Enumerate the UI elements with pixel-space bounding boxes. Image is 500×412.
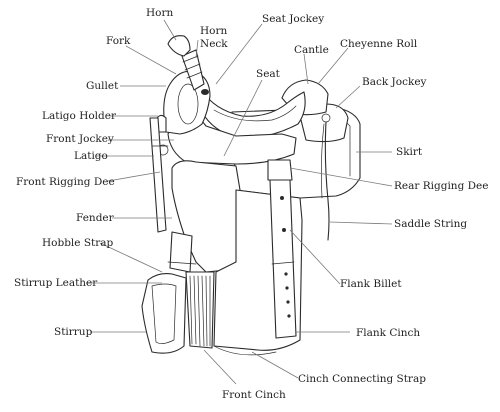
saddle-illustration: [141, 35, 361, 356]
leader-lines: [86, 19, 393, 385]
label-saddle-string: Saddle String: [394, 218, 467, 230]
label-flank-cinch: Flank Cinch: [356, 327, 420, 339]
horn-cap-shape: [167, 35, 191, 57]
label-cheyenne-roll: Cheyenne Roll: [340, 38, 418, 50]
label-rear-rigging-dee: Rear Rigging Dee: [394, 180, 488, 192]
label-gullet: Gullet: [86, 80, 119, 92]
label-latigo-holder: Latigo Holder: [42, 110, 117, 122]
part-labels: Horn Horn Neck Seat Jockey Fork Cantle C…: [14, 7, 488, 401]
label-horn-neck-1: Horn: [200, 25, 227, 37]
label-front-rigging-dee: Front Rigging Dee: [16, 176, 115, 188]
label-horn: Horn: [146, 7, 173, 19]
label-stirrup: Stirrup: [54, 326, 93, 338]
label-cantle: Cantle: [294, 44, 329, 56]
label-front-cinch: Front Cinch: [222, 389, 286, 401]
saddle-string-shape: [324, 121, 330, 241]
label-stirrup-leather: Stirrup Leather: [14, 277, 98, 289]
label-flank-billet: Flank Billet: [340, 278, 402, 290]
label-horn-neck-2: Neck: [200, 38, 228, 50]
label-fender: Fender: [76, 212, 115, 224]
label-fork: Fork: [106, 35, 131, 47]
flank-billet-shape: [269, 179, 297, 339]
label-front-jockey: Front Jockey: [46, 133, 114, 145]
label-cinch-connecting-strap: Cinch Connecting Strap: [298, 373, 426, 385]
latigo-strap: [149, 117, 167, 233]
label-skirt: Skirt: [396, 146, 423, 158]
label-hobble-strap: Hobble Strap: [42, 237, 114, 249]
label-seat-jockey: Seat Jockey: [262, 13, 324, 25]
label-latigo: Latigo: [74, 150, 108, 162]
label-back-jockey: Back Jockey: [362, 76, 427, 88]
label-seat: Seat: [256, 68, 281, 80]
stirrup-shape: [141, 273, 187, 354]
